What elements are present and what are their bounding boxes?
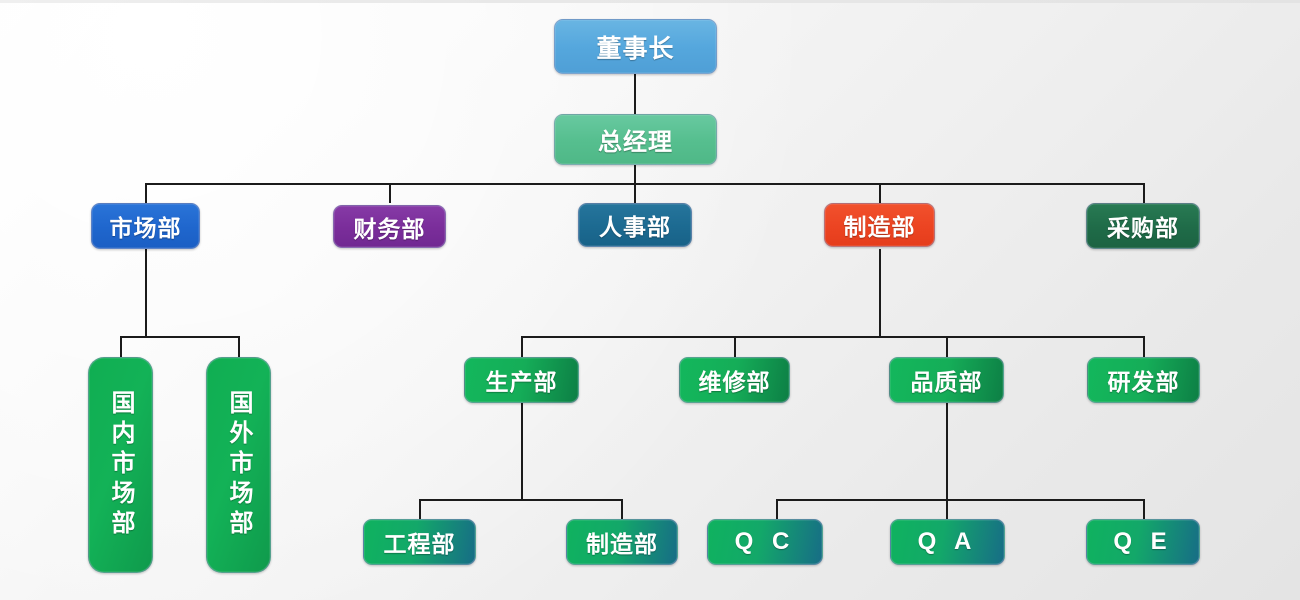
connector-production-stem	[521, 403, 523, 501]
connector-drop-manufacturing	[879, 183, 881, 203]
connector-quality-stem	[946, 403, 948, 501]
node-marketing[interactable]: 市场部	[91, 203, 200, 249]
connector-production-bus	[419, 499, 623, 501]
node-domestic-market[interactable]: 国内市场部	[88, 357, 153, 573]
node-hr[interactable]: 人事部	[578, 203, 692, 247]
node-manufacturing[interactable]: 制造部	[824, 203, 935, 247]
connector-level2-bus	[145, 183, 1144, 185]
node-rnd[interactable]: 研发部	[1087, 357, 1200, 403]
node-purchasing[interactable]: 采购部	[1086, 203, 1200, 249]
connector-drop-hr	[634, 183, 636, 203]
connector-drop-qa	[946, 499, 948, 519]
connector-drop-mfg-sub	[621, 499, 623, 519]
connector-gm-stem	[634, 164, 636, 184]
connector-manufacturing-stem	[879, 249, 881, 337]
connector-drop-production	[521, 336, 523, 357]
connector-drop-engineering	[419, 499, 421, 519]
node-finance[interactable]: 财务部	[333, 205, 446, 248]
connector-drop-marketing	[145, 183, 147, 203]
node-production[interactable]: 生产部	[464, 357, 579, 403]
node-qc[interactable]: Q C	[707, 519, 823, 565]
connector-drop-qe	[1143, 499, 1145, 519]
connector-drop-rnd	[1143, 336, 1145, 357]
node-general-manager[interactable]: 总经理	[554, 114, 717, 165]
connector-manufacturing-bus	[521, 336, 1144, 338]
connector-chairman-gm	[634, 74, 636, 115]
node-overseas-market[interactable]: 国外市场部	[206, 357, 271, 573]
connector-drop-finance	[389, 183, 391, 203]
node-maintenance[interactable]: 维修部	[679, 357, 790, 403]
connector-drop-domestic-market	[120, 336, 122, 357]
node-chairman[interactable]: 董事长	[554, 19, 717, 74]
connector-quality-bus	[776, 499, 1144, 501]
connector-marketing-bus	[120, 336, 239, 338]
connector-drop-maintenance	[734, 336, 736, 357]
connector-drop-overseas-market	[238, 336, 240, 357]
node-qe[interactable]: Q E	[1086, 519, 1200, 565]
node-qa[interactable]: Q A	[890, 519, 1005, 565]
node-mfg-sub[interactable]: 制造部	[566, 519, 678, 565]
connector-drop-qc	[776, 499, 778, 519]
connector-drop-purchasing	[1143, 183, 1145, 203]
connector-marketing-stem	[145, 249, 147, 337]
connector-drop-quality	[946, 336, 948, 357]
node-quality[interactable]: 品质部	[889, 357, 1004, 403]
node-engineering[interactable]: 工程部	[363, 519, 476, 565]
